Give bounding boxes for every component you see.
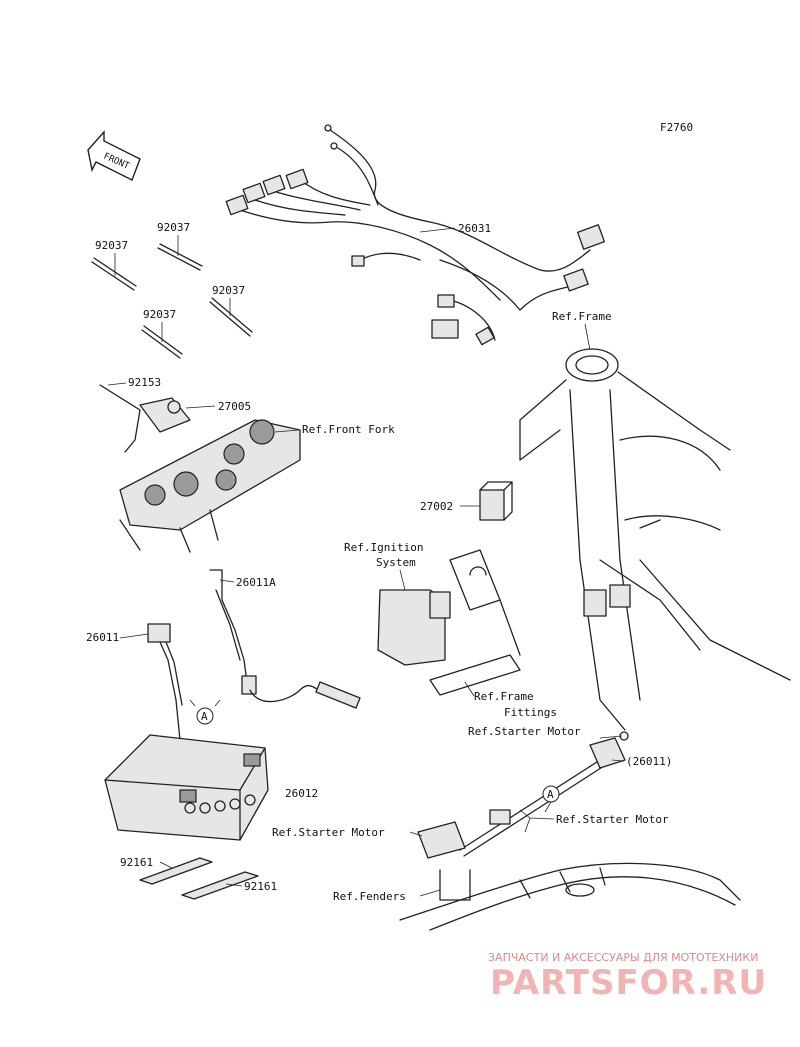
label-ref-frame-fittings-1: Ref.Frame: [474, 690, 534, 703]
label-27002: 27002: [420, 500, 453, 513]
cable-26011a: [209, 569, 361, 709]
watermark-brand: PARTSFOR.RU: [490, 963, 767, 1003]
diagram-code: F2760: [660, 121, 693, 134]
label-ref-frame: Ref.Frame: [552, 310, 612, 323]
wiring-harness: [225, 124, 606, 346]
label-92037-d: 92037: [143, 308, 176, 321]
label-ref-frame-fittings-2: Fittings: [504, 706, 557, 719]
frame: [519, 348, 791, 731]
label-26011: 26011: [86, 631, 119, 644]
label-27005: 27005: [218, 400, 251, 413]
label-26011a: 26011A: [236, 576, 276, 589]
label-ref-front-fork: Ref.Front Fork: [302, 423, 395, 436]
label-26011-ref: (26011): [626, 755, 672, 768]
label-ref-starter-motor-left: Ref.Starter Motor: [272, 826, 385, 839]
starter-relay: [417, 731, 629, 901]
label-26012: 26012: [285, 787, 318, 800]
battery-pads: [139, 857, 259, 900]
label-92153: 92153: [128, 376, 161, 389]
label-92161-a: 92161: [120, 856, 153, 869]
label-92037-b: 92037: [157, 221, 190, 234]
label-ref-starter-motor-right: Ref.Starter Motor: [556, 813, 669, 826]
label-26031: 26031: [458, 222, 491, 235]
relay-27002: [479, 481, 513, 521]
label-ref-starter-motor-top: Ref.Starter Motor: [468, 725, 581, 738]
svg-text:A: A: [201, 710, 208, 723]
watermark-subtitle: ЗАПЧАСТИ И АКСЕССУАРЫ ДЛЯ МОТОТЕХНИКИ: [488, 951, 758, 964]
label-ref-ignition-2: System: [376, 556, 416, 569]
front-arrow-icon: FRONT: [87, 130, 141, 181]
front-fork-bracket: [99, 384, 301, 553]
fenders: [399, 862, 741, 931]
label-92037-c: 92037: [212, 284, 245, 297]
band-straps: [91, 243, 253, 359]
battery: [104, 734, 269, 841]
label-ref-fenders: Ref.Fenders: [333, 890, 406, 903]
label-ref-ignition-1: Ref.Ignition: [344, 541, 423, 554]
label-92161-b: 92161: [244, 880, 277, 893]
label-92037-a: 92037: [95, 239, 128, 252]
ignition-unit: [377, 549, 521, 696]
svg-text:A: A: [547, 788, 554, 801]
marker-a-starter: A: [542, 785, 560, 813]
marker-a-battery: A: [189, 699, 221, 725]
